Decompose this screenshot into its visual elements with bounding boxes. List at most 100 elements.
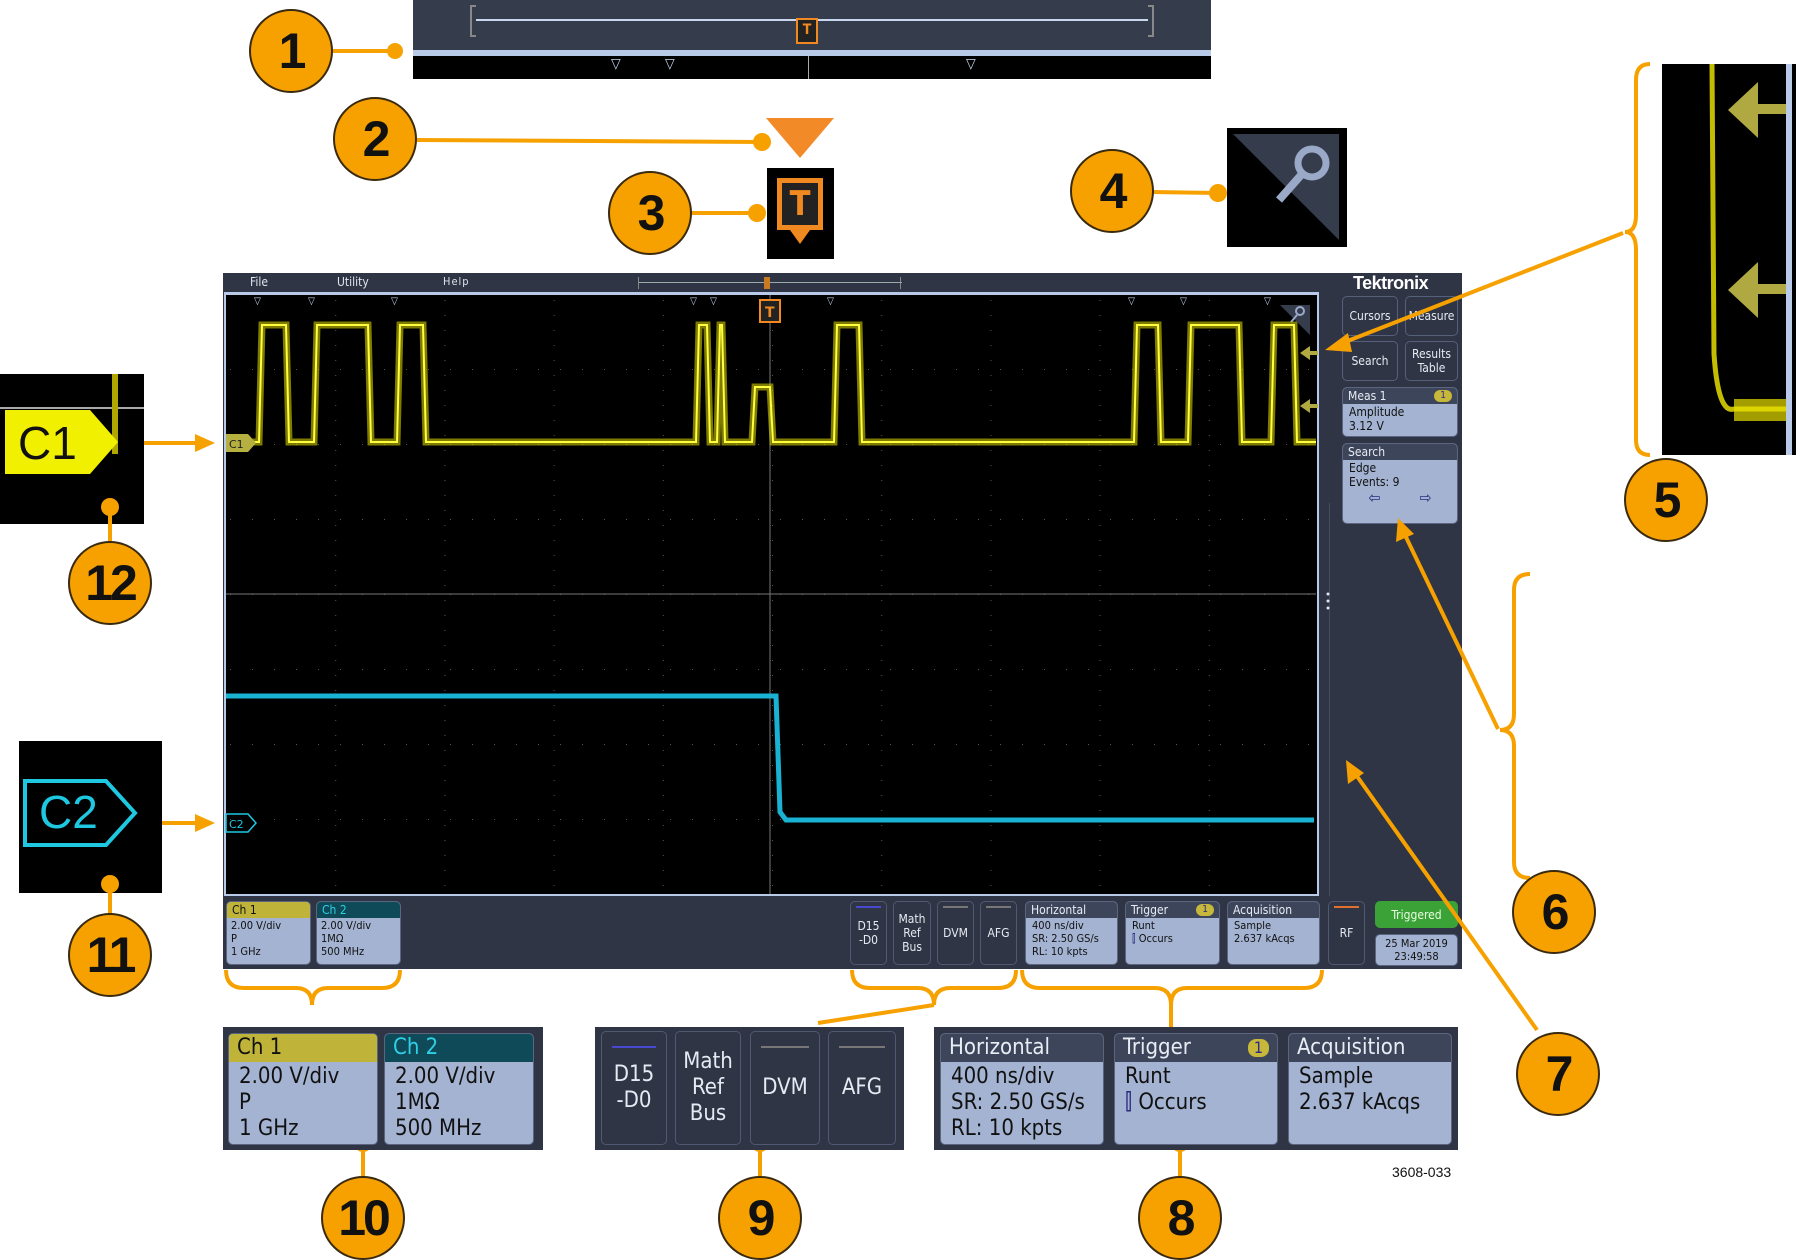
grid-dot bbox=[1220, 369, 1221, 370]
grid-dot bbox=[1066, 369, 1067, 370]
grid-dot bbox=[990, 780, 992, 781]
menu-help[interactable]: Help bbox=[443, 275, 470, 288]
grid-dot bbox=[772, 765, 773, 766]
waveform-overview[interactable] bbox=[638, 277, 902, 289]
svg-text:T: T bbox=[765, 305, 775, 321]
grid-dot bbox=[1000, 369, 1001, 370]
grid-dot bbox=[758, 519, 759, 520]
grid-dot bbox=[990, 750, 992, 751]
grid-dot bbox=[444, 405, 446, 406]
channel1-waveform-core bbox=[226, 324, 1316, 443]
grid-dot bbox=[444, 735, 446, 736]
menu-utility[interactable]: Utility bbox=[337, 275, 369, 289]
afg-button[interactable]: AFG bbox=[980, 901, 1017, 965]
grid-dot bbox=[881, 660, 883, 661]
results-table-button[interactable]: Results Table bbox=[1405, 341, 1458, 381]
grid-dot bbox=[274, 819, 275, 820]
grid-dot bbox=[990, 615, 992, 616]
dvm-button[interactable]: DVM bbox=[937, 901, 974, 965]
dvm-button-zoom[interactable]: DVM bbox=[750, 1031, 820, 1145]
callout-leaders bbox=[108, 49, 1651, 1178]
grid-dot bbox=[990, 465, 992, 466]
grid-dot bbox=[1198, 519, 1199, 520]
grid-dot bbox=[560, 819, 561, 820]
grid-dot bbox=[692, 669, 693, 670]
grid-dot bbox=[772, 735, 773, 736]
grid-dot bbox=[956, 369, 957, 370]
math-ref-bus-button-zoom[interactable]: Math Ref Bus bbox=[675, 1031, 741, 1145]
digital-channels-button-zoom[interactable]: D15 -D0 bbox=[601, 1031, 667, 1145]
grid-dot bbox=[662, 870, 664, 871]
grid-dot bbox=[252, 744, 253, 745]
grid-dot bbox=[662, 465, 664, 466]
grid-dot bbox=[1208, 750, 1210, 751]
grid-dot bbox=[230, 369, 231, 370]
grid-dot bbox=[881, 480, 883, 481]
grid-dot bbox=[978, 519, 979, 520]
grid-dot bbox=[1198, 444, 1199, 445]
grid-dot bbox=[1208, 615, 1210, 616]
channel1-waveform bbox=[226, 321, 1316, 446]
menu-file[interactable]: File bbox=[250, 275, 268, 289]
grid-dot bbox=[274, 444, 275, 445]
grid-dot bbox=[1154, 519, 1155, 520]
grid-dot bbox=[335, 390, 337, 391]
grid-dot bbox=[990, 540, 992, 541]
search-mark-icon: ▽ bbox=[665, 56, 675, 72]
grid-dot bbox=[444, 315, 446, 316]
search-mark-icon: ▽ bbox=[308, 296, 315, 307]
next-event-arrow-icon[interactable]: ⇨ bbox=[1419, 488, 1432, 507]
grid-dot bbox=[362, 519, 363, 520]
grid-dot bbox=[1286, 519, 1287, 520]
rf-button[interactable]: RF bbox=[1328, 901, 1365, 965]
grid-dot bbox=[758, 669, 759, 670]
grid-dot bbox=[553, 735, 555, 736]
grid-dot bbox=[662, 480, 664, 481]
grid-dot bbox=[553, 405, 555, 406]
grid-dot bbox=[1208, 675, 1210, 676]
search-button[interactable]: Search bbox=[1342, 341, 1398, 381]
grid-dot bbox=[670, 369, 671, 370]
afg-button-zoom[interactable]: AFG bbox=[828, 1031, 896, 1145]
math-ref-bus-button[interactable]: Math Ref Bus bbox=[893, 901, 931, 965]
previous-event-arrow-icon[interactable]: ⇦ bbox=[1368, 488, 1381, 507]
grid-dot bbox=[1242, 519, 1243, 520]
grid-dot bbox=[881, 675, 883, 676]
trigger-status-badge: Triggered bbox=[1375, 901, 1458, 928]
grid-dot bbox=[648, 744, 649, 745]
grid-dot bbox=[1198, 369, 1199, 370]
trigger-position-icon bbox=[766, 118, 834, 158]
digital-channels-button[interactable]: D15 -D0 bbox=[850, 901, 887, 965]
grid-dot bbox=[296, 819, 297, 820]
grid-dot bbox=[335, 360, 337, 361]
grid-dot bbox=[335, 345, 337, 346]
grid-dot bbox=[990, 555, 992, 556]
grid-dot bbox=[444, 375, 446, 376]
grid-dot bbox=[626, 819, 627, 820]
grid-dot bbox=[444, 600, 446, 601]
search-type: Edge bbox=[1349, 461, 1377, 475]
grid-dot bbox=[881, 690, 883, 691]
grid-dot bbox=[1154, 669, 1155, 670]
grid-dot bbox=[662, 390, 664, 391]
cursors-button[interactable]: Cursors bbox=[1342, 296, 1398, 336]
grid-dot bbox=[868, 744, 869, 745]
grid-dot bbox=[772, 600, 773, 601]
grid-dot bbox=[444, 675, 446, 676]
grid-dot bbox=[1088, 669, 1089, 670]
grid-dot bbox=[714, 519, 715, 520]
